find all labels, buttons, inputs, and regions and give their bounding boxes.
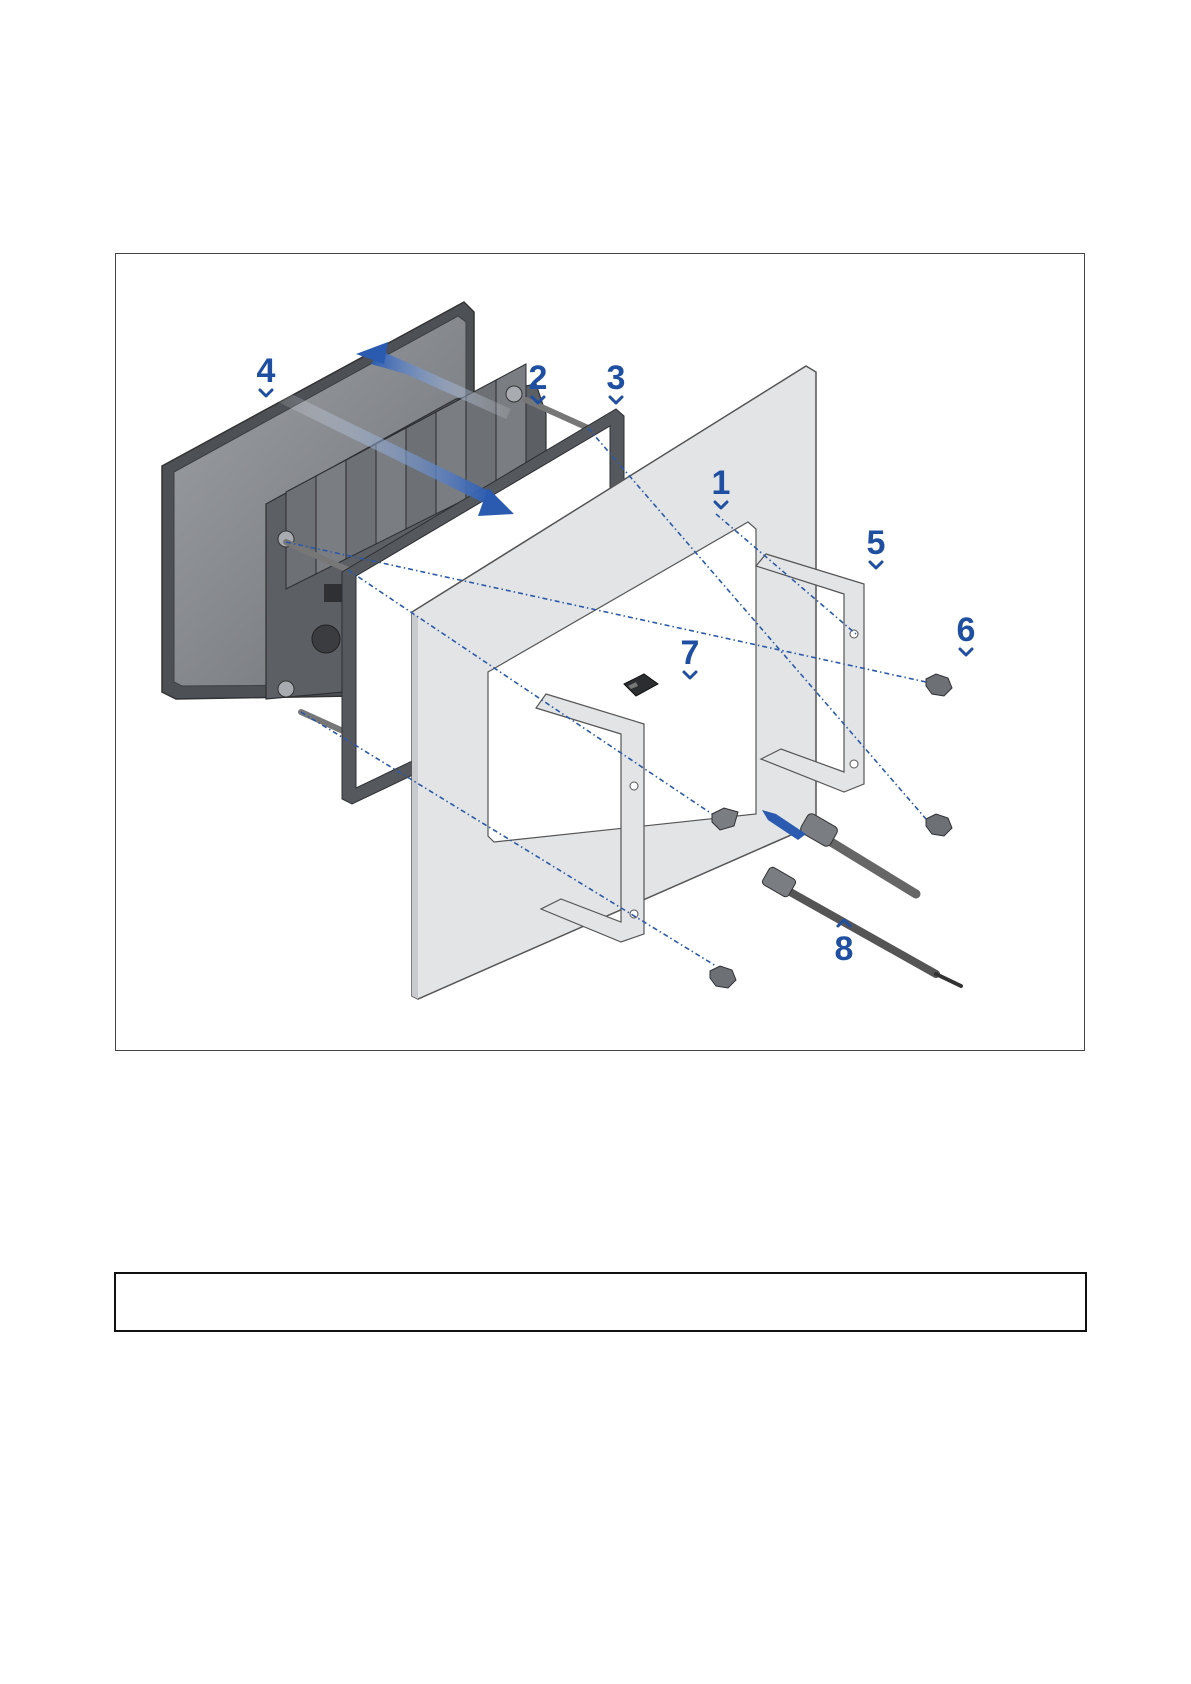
callout-8: 8 xyxy=(835,920,854,968)
connector-port-icon xyxy=(312,625,340,653)
callout-4: 4 xyxy=(257,352,276,396)
cables xyxy=(761,812,961,986)
svg-text:5: 5 xyxy=(867,524,886,562)
svg-text:8: 8 xyxy=(835,930,854,968)
stud-hole-icon xyxy=(278,681,294,697)
callout-1: 1 xyxy=(712,464,731,508)
svg-text:3: 3 xyxy=(607,359,626,397)
callout-3: 3 xyxy=(607,359,626,403)
note-box xyxy=(114,1272,1087,1332)
stud-hole-icon xyxy=(506,386,522,402)
diagram-canvas: 1 2 3 4 5 6 7 8 xyxy=(116,254,1083,1049)
svg-text:6: 6 xyxy=(957,611,976,649)
callout-7: 7 xyxy=(681,634,700,678)
callout-5: 5 xyxy=(867,524,886,568)
callout-2: 2 xyxy=(529,359,548,403)
callout-6: 6 xyxy=(957,611,976,655)
svg-text:1: 1 xyxy=(712,464,731,502)
exploded-mounting-diagram: 1 2 3 4 5 6 7 8 xyxy=(115,253,1085,1051)
svg-text:7: 7 xyxy=(681,634,700,672)
svg-text:4: 4 xyxy=(257,352,276,390)
svg-text:2: 2 xyxy=(529,359,548,397)
